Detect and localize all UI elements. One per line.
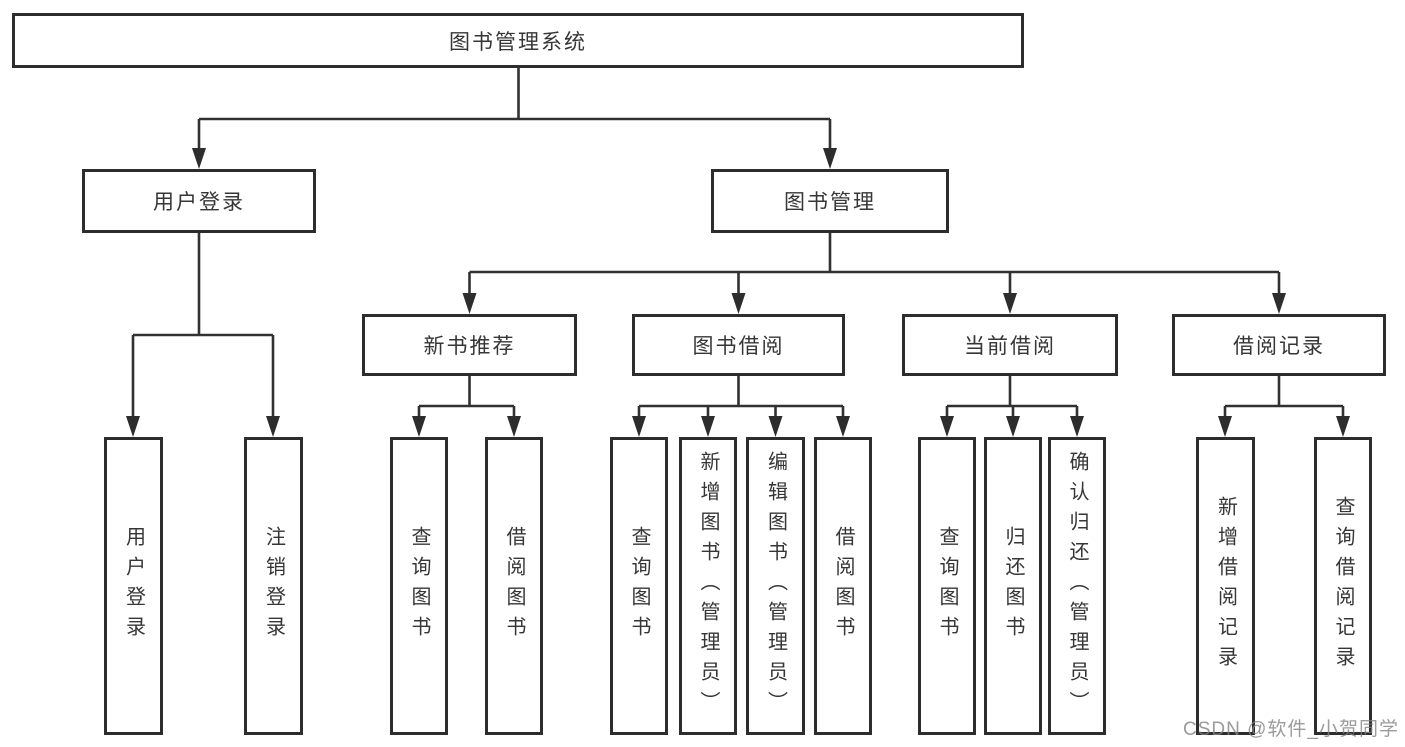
node-label: 图书管理: [784, 191, 876, 214]
node-label: 用户登录: [122, 526, 145, 646]
arrowhead-icon: [1218, 416, 1232, 437]
connector-user-login-to-leaves: [126, 233, 280, 437]
leaf-add-borrow-record: 新增借阅记录: [1196, 437, 1255, 735]
node-label: 图书管理系统: [449, 30, 587, 54]
connector-book-management-to-level2: [462, 233, 1286, 314]
node-label: 查询图书: [408, 526, 430, 646]
connector-line: [131, 233, 275, 420]
arrowhead-icon: [1272, 293, 1286, 314]
arrowhead-icon: [701, 416, 715, 437]
arrowhead-icon: [823, 148, 837, 169]
leaf-query-books-recommend: 查询图书: [390, 437, 448, 735]
arrowhead-icon: [940, 416, 954, 437]
node-label: 归还图书: [1002, 526, 1024, 646]
node-book-borrow: 图书借阅: [632, 314, 845, 376]
connector-root-to-level1: [192, 68, 837, 169]
leaf-query-books-current: 查询图书: [918, 437, 976, 735]
leaf-edit-books-admin: 编辑图书（管理员）: [746, 437, 805, 735]
node-label: 编辑图书（管理员）: [764, 451, 787, 721]
leaf-add-books-admin: 新增图书（管理员）: [679, 437, 737, 735]
arrowhead-icon: [768, 416, 783, 437]
node-current-borrow: 当前借阅: [902, 314, 1118, 376]
arrowhead-icon: [1003, 293, 1017, 314]
node-label: 借阅记录: [1233, 335, 1325, 358]
node-label: 查询图书: [628, 526, 650, 646]
node-label: 图书借阅: [692, 335, 785, 358]
node-label: 查询图书: [936, 526, 958, 646]
connector-line: [637, 376, 845, 420]
connector-line: [945, 376, 1079, 420]
arrowhead-icon: [1006, 416, 1020, 437]
arrowhead-icon: [836, 416, 850, 437]
arrowhead-icon: [192, 148, 206, 169]
node-label: 新书推荐: [423, 335, 516, 358]
connector-recommend-to-leaves: [412, 376, 521, 437]
node-user-login: 用户登录: [82, 169, 316, 233]
leaf-borrow-books-recommend: 借阅图书: [485, 437, 543, 735]
node-book-management: 图书管理: [711, 169, 949, 233]
connector-current-to-leaves: [940, 376, 1084, 437]
connector-line: [417, 376, 516, 420]
connector-records-to-leaves: [1218, 376, 1350, 437]
node-label: 借阅图书: [503, 526, 525, 646]
leaf-confirm-return-admin: 确认归还（管理员）: [1048, 437, 1106, 735]
arrowhead-icon: [126, 416, 140, 437]
leaf-user-login: 用户登录: [104, 437, 163, 735]
connector-line: [1223, 376, 1345, 420]
arrowhead-icon: [266, 416, 280, 437]
node-label: 新增借阅记录: [1214, 496, 1237, 676]
connector-line: [197, 68, 832, 152]
node-label: 注销登录: [262, 526, 285, 646]
node-borrow-records: 借阅记录: [1172, 314, 1386, 376]
node-label: 确认归还（管理员）: [1066, 451, 1088, 721]
arrowhead-icon: [632, 416, 646, 437]
leaf-query-borrow-record: 查询借阅记录: [1314, 437, 1372, 735]
leaf-logout: 注销登录: [244, 437, 303, 735]
arrowhead-icon: [731, 293, 746, 314]
node-new-book-recommend: 新书推荐: [362, 314, 577, 376]
connector-line: [468, 233, 1281, 297]
connector-borrow-to-leaves: [632, 376, 850, 437]
node-label: 当前借阅: [964, 335, 1056, 358]
node-root-library-system: 图书管理系统: [12, 13, 1024, 68]
node-label: 查询借阅记录: [1332, 496, 1354, 676]
arrowhead-icon: [462, 293, 477, 314]
arrowhead-icon: [1070, 416, 1084, 437]
arrowhead-icon: [412, 416, 426, 437]
node-label: 借阅图书: [832, 526, 854, 646]
leaf-query-books-borrow: 查询图书: [610, 437, 668, 735]
arrowhead-icon: [1336, 416, 1350, 437]
node-label: 用户登录: [153, 191, 245, 214]
node-label: 新增图书（管理员）: [697, 451, 719, 721]
arrowhead-icon: [507, 416, 521, 437]
leaf-return-books: 归还图书: [984, 437, 1042, 735]
leaf-borrow-books: 借阅图书: [814, 437, 872, 735]
